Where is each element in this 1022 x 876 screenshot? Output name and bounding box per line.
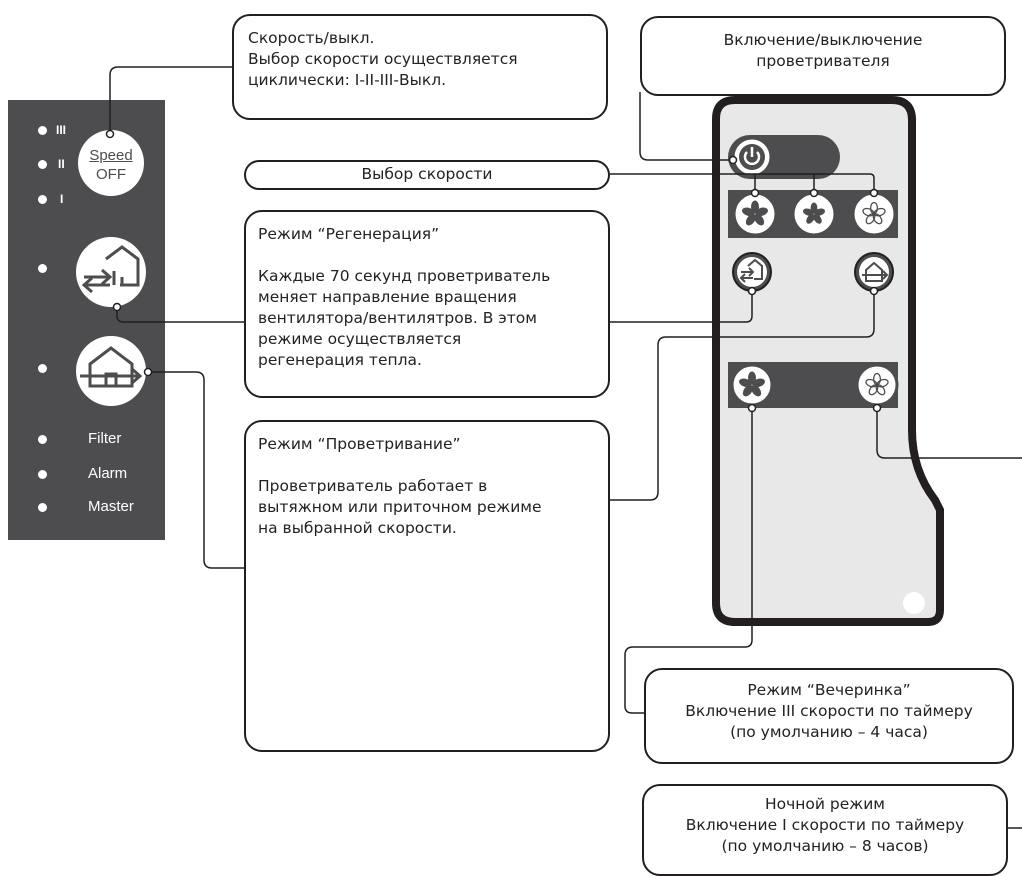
callout-night-text: Ночной режим Включение I скорости по тай… <box>685 795 965 855</box>
fan-button-speed-iii <box>732 191 778 237</box>
speed-led-i <box>38 195 47 204</box>
callout-speed-off-title: Скорость/выкл. <box>248 29 375 47</box>
callout-power-text: Включение/выключение проветривателя <box>723 31 923 70</box>
filter-indicator-label: Filter <box>88 430 122 447</box>
ventilation-mode-button[interactable] <box>76 336 146 406</box>
callout-regeneration: Режим “Регенерация” Каждые 70 секунд про… <box>244 210 610 398</box>
remote-regeneration-button <box>732 252 772 292</box>
connector-party <box>624 405 753 714</box>
speed-button-label: Speed <box>89 147 133 164</box>
connector-ventilation-panel <box>148 371 245 569</box>
speed-led-ii <box>38 160 47 169</box>
speed-level-i-label: I <box>60 192 64 206</box>
remote-ventilation-button <box>854 252 894 292</box>
callout-speed-off-text: Выбор скорости осуществляется циклически… <box>248 50 518 89</box>
callout-party-text: Режим “Вечеринка” Включение III скорости… <box>685 681 973 741</box>
callout-night: Ночной режим Включение I скорости по тай… <box>642 784 1008 876</box>
callout-speed-select: Выбор скорости <box>244 160 610 190</box>
house-through-arrow-icon <box>80 346 143 388</box>
power-icon <box>743 151 761 166</box>
connector-power <box>639 92 733 161</box>
fan-icon <box>862 201 886 225</box>
callout-power: Включение/выключение проветривателя <box>640 16 1006 96</box>
callout-ventilation: Режим “Проветривание” Проветриватель раб… <box>244 420 610 752</box>
speed-off-button[interactable]: Speed OFF <box>78 130 144 196</box>
speed-led-iii <box>38 126 47 135</box>
connector-regeneration-remote <box>608 291 753 323</box>
master-indicator-label: Master <box>88 498 134 515</box>
party-timer-button <box>730 363 774 407</box>
filter-led <box>38 435 47 444</box>
connector-ventilation-remote <box>608 291 875 501</box>
house-double-arrow-icon <box>739 258 763 283</box>
alarm-indicator-label: Alarm <box>88 465 128 482</box>
fan-icon <box>739 371 765 397</box>
remote-hole <box>903 592 925 614</box>
regeneration-led <box>38 264 47 273</box>
connector-speed-off <box>109 66 232 132</box>
night-timer-button <box>855 363 899 407</box>
callout-regeneration-text: Каждые 70 секунд проветриватель меняет н… <box>258 267 551 369</box>
fan-icon <box>865 372 889 396</box>
off-button-label: OFF <box>96 166 126 183</box>
power-button <box>731 136 773 178</box>
regeneration-mode-button[interactable] <box>76 237 146 307</box>
callout-regeneration-title: Режим “Регенерация” <box>258 225 440 243</box>
callout-party: Режим “Вечеринка” Включение III скорости… <box>644 668 1014 764</box>
house-double-arrow-icon <box>81 245 140 294</box>
callout-speed-select-text: Выбор скорости <box>361 165 493 183</box>
speed-level-iii-label: III <box>56 123 67 137</box>
callout-ventilation-text: Проветриватель работает в вытяжном или п… <box>258 477 542 537</box>
ventilation-led <box>38 364 47 373</box>
callout-speed-off: Скорость/выкл. Выбор скорости осуществля… <box>232 14 608 120</box>
speed-level-ii-label: II <box>58 157 65 171</box>
connector-regeneration-panel <box>116 307 245 323</box>
connector-night <box>876 405 1022 459</box>
fan-icon <box>802 202 826 224</box>
fan-button-speed-i <box>851 191 897 237</box>
callout-ventilation-title: Режим “Проветривание” <box>258 435 461 453</box>
house-through-arrow-icon <box>862 261 889 282</box>
alarm-led <box>38 470 47 479</box>
fan-icon <box>742 200 768 226</box>
fan-button-speed-ii <box>791 191 837 237</box>
connector-speed-select <box>610 173 875 193</box>
master-led <box>38 503 47 512</box>
